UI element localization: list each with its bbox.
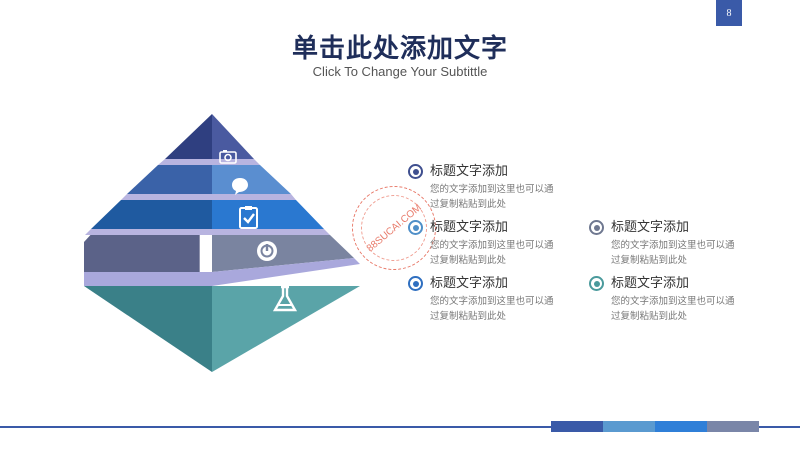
item-description: 您的文字添加到这里也可以通过复制粘贴到此处 [611,296,735,322]
chat-bubble-icon [232,178,248,195]
pyramid-level-4-left [84,235,200,272]
page-number-badge: 8 [716,0,742,26]
pyramid-level-5-left [84,286,212,372]
pyramid-level-2-right [212,165,291,194]
power-icon [257,241,277,261]
text-item-2[interactable]: 标题文字添加 您的文字添加到这里也可以通过复制粘贴到此处 [408,219,558,268]
item-heading: 标题文字添加 [430,164,509,179]
pyramid-level-1-right [212,114,254,159]
flask-icon [272,285,298,312]
footer-color-blocks [551,421,759,432]
pyramid-level-1-left [165,114,212,159]
pyramid-level-3-right [212,200,324,229]
clipboard-check-icon [239,206,258,229]
item-heading: 标题文字添加 [430,220,509,235]
footer-line [0,426,800,428]
item-description: 您的文字添加到这里也可以通过复制粘贴到此处 [611,240,735,266]
text-item-1[interactable]: 标题文字添加 您的文字添加到这里也可以通过复制粘贴到此处 [408,163,558,212]
pyramid-separator-1 [158,159,260,165]
pyramid-diagram [84,114,360,372]
footer-block-1 [551,421,603,432]
pyramid-level-2-left [127,165,212,194]
pyramid-level-3-left [91,200,212,229]
item-description: 您的文字添加到这里也可以通过复制粘贴到此处 [430,240,554,266]
item-description: 您的文字添加到这里也可以通过复制粘贴到此处 [430,184,554,210]
item-heading: 标题文字添加 [430,276,509,291]
text-item-4[interactable]: 标题文字添加 您的文字添加到这里也可以通过复制粘贴到此处 [589,219,739,268]
pyramid-separator-4 [84,258,360,286]
item-heading: 标题文字添加 [611,276,690,291]
item-description: 您的文字添加到这里也可以通过复制粘贴到此处 [430,296,554,322]
bullet-dot-icon [408,220,423,235]
bullet-dot-icon [408,276,423,291]
footer-block-2 [603,421,655,432]
footer-block-3 [655,421,707,432]
pyramid-separator-3 [85,229,330,235]
bullet-dot-icon [589,276,604,291]
text-item-5[interactable]: 标题文字添加 您的文字添加到这里也可以通过复制粘贴到此处 [589,275,739,324]
footer-block-4 [707,421,759,432]
item-heading: 标题文字添加 [611,220,690,235]
page-subtitle[interactable]: Click To Change Your Subtittle [312,64,488,79]
pyramid-level-4-right [212,235,354,272]
pyramid-level-5-right [212,286,360,372]
page-title[interactable]: 单击此处添加文字 [291,34,508,64]
bullet-dot-icon [589,220,604,235]
bullet-dot-icon [408,164,423,179]
pyramid-separator-2 [121,194,296,200]
camera-icon [219,150,237,164]
text-item-3[interactable]: 标题文字添加 您的文字添加到这里也可以通过复制粘贴到此处 [408,275,558,324]
